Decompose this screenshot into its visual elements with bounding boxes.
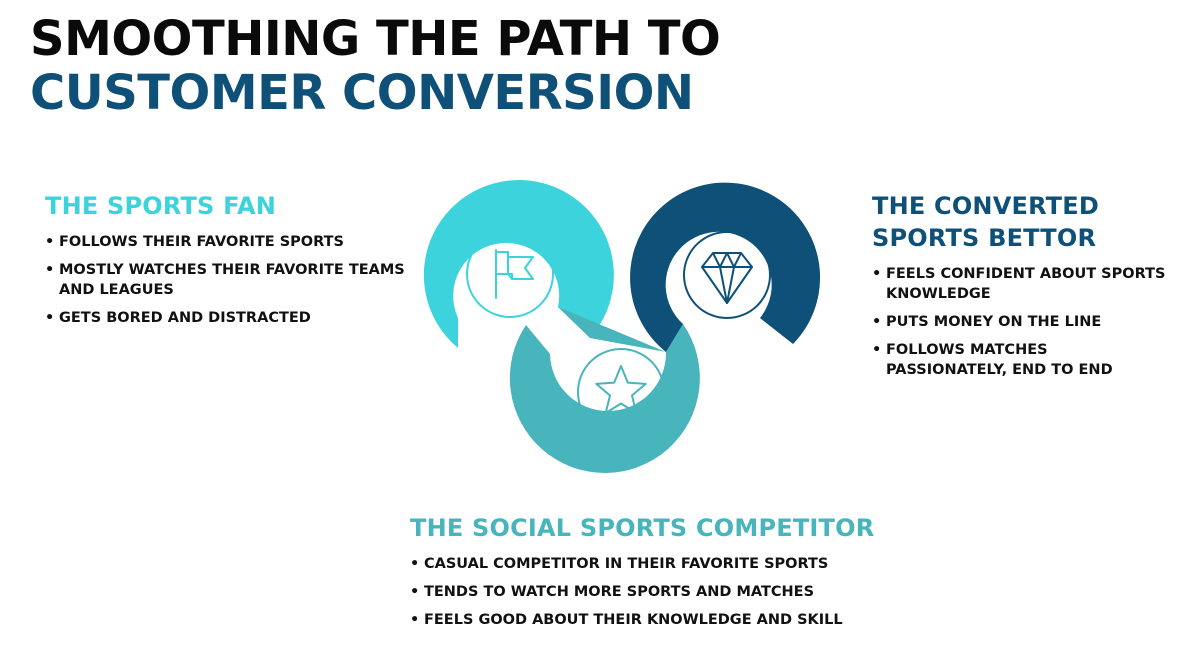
page-title: SMOOTHING THE PATH TO CUSTOMER CONVERSIO… <box>30 11 721 121</box>
title-line-2: CUSTOMER CONVERSION <box>30 65 694 121</box>
list-item: FOLLOWS MATCHES PASSIONATELY, END TO END <box>872 340 1172 380</box>
sports-fan-heading: THE SPORTS FAN <box>45 192 276 220</box>
conversion-path-diagram <box>423 180 821 474</box>
sports-fan-list: FOLLOWS THEIR FAVORITE SPORTS MOSTLY WAT… <box>45 232 405 328</box>
list-item: MOSTLY WATCHES THEIR FAVORITE TEAMS AND … <box>45 260 405 300</box>
star-icon <box>577 348 665 436</box>
list-item: FOLLOWS THEIR FAVORITE SPORTS <box>45 232 405 252</box>
list-item: TENDS TO WATCH MORE SPORTS AND MATCHES <box>410 582 970 602</box>
sports-fan-panel: THE SPORTS FAN FOLLOWS THEIR FAVORITE SP… <box>45 190 405 336</box>
converted-bettor-heading: THE CONVERTED SPORTS BETTOR <box>872 192 1099 252</box>
converted-bettor-panel: THE CONVERTED SPORTS BETTOR FEELS CONFID… <box>872 190 1172 388</box>
list-item: PUTS MONEY ON THE LINE <box>872 312 1172 332</box>
social-competitor-list: CASUAL COMPETITOR IN THEIR FAVORITE SPOR… <box>410 554 970 630</box>
list-item: FEELS GOOD ABOUT THEIR KNOWLEDGE AND SKI… <box>410 610 970 630</box>
social-competitor-panel: THE SOCIAL SPORTS COMPETITOR CASUAL COMP… <box>410 512 970 638</box>
flag-icon <box>466 230 554 318</box>
diamond-icon <box>683 231 771 319</box>
converted-bettor-list: FEELS CONFIDENT ABOUT SPORTS KNOWLEDGE P… <box>872 264 1172 380</box>
social-competitor-heading: THE SOCIAL SPORTS COMPETITOR <box>410 514 875 542</box>
competitor-ring <box>509 307 700 474</box>
title-line-1: SMOOTHING THE PATH TO <box>30 11 721 67</box>
list-item: FEELS CONFIDENT ABOUT SPORTS KNOWLEDGE <box>872 264 1172 304</box>
list-item: GETS BORED AND DISTRACTED <box>45 308 405 328</box>
bettor-ring <box>630 182 821 352</box>
list-item: CASUAL COMPETITOR IN THEIR FAVORITE SPOR… <box>410 554 970 574</box>
fan-ring <box>423 180 614 348</box>
